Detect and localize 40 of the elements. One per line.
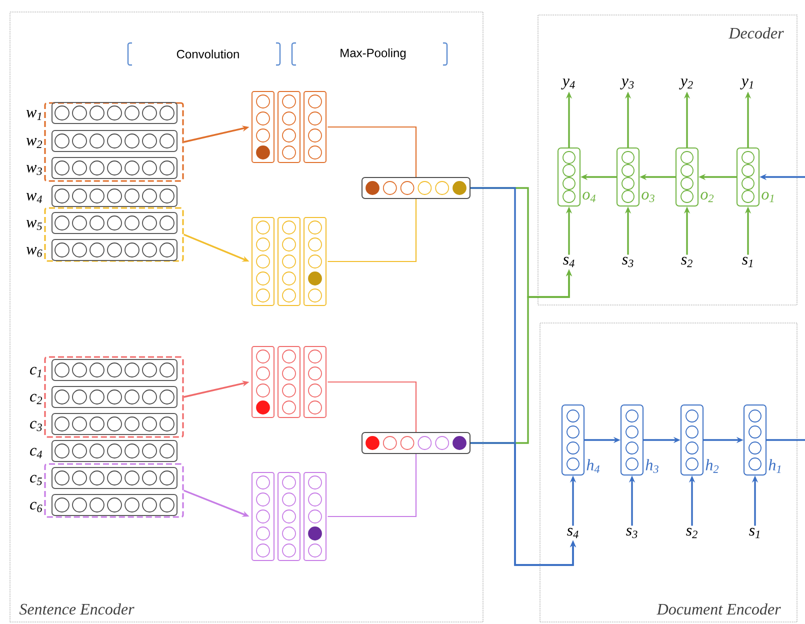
state-label: h$_{4}$ [586, 459, 600, 473]
variable-label: s$_{4}$ [563, 256, 574, 268]
section-label: Convolution [176, 50, 239, 58]
state-label: o$_{4}$ [582, 192, 596, 202]
row-label: c$_{6}$ [30, 502, 42, 512]
row-label: c$_{2}$ [30, 394, 42, 404]
feature-map [252, 346, 326, 418]
state-label: o$_{1}$ [762, 192, 774, 202]
variable-label: y$_{2}$ [679, 78, 693, 90]
variable-label: s$_{3}$ [626, 528, 638, 538]
state-label: o$_{3}$ [642, 192, 654, 202]
section-label: Max-Pooling [340, 48, 406, 60]
row-label: w$_{6}$ [26, 246, 42, 258]
variable-label: s$_{4}$ [567, 528, 578, 538]
variable-label: y$_{4}$ [561, 78, 575, 90]
feature-map [252, 217, 326, 306]
state-label: h$_{3}$ [646, 459, 658, 473]
variable-label: s$_{3}$ [622, 256, 634, 268]
row-label: c$_{4}$ [30, 448, 42, 458]
variable-label: s$_{2}$ [686, 528, 698, 538]
row-label: c$_{1}$ [30, 366, 42, 378]
row-label: c$_{3}$ [30, 420, 42, 432]
variable-label: s$_{2}$ [681, 256, 692, 268]
feature-map [252, 472, 326, 561]
variable-label: y$_{1}$ [740, 78, 753, 90]
row-label: c$_{5}$ [30, 474, 42, 486]
state-label: h$_{2}$ [706, 459, 719, 473]
row-label: w$_{5}$ [26, 220, 42, 230]
variable-label: y$_{3}$ [620, 78, 634, 90]
feature-map [252, 91, 326, 163]
state-label: o$_{2}$ [700, 192, 714, 202]
state-label: h$_{1}$ [768, 459, 781, 473]
row-label: w$_{2}$ [26, 138, 42, 148]
row-label: w$_{1}$ [26, 110, 42, 120]
variable-label: s$_{1}$ [749, 528, 760, 538]
row-label: w$_{3}$ [26, 164, 42, 176]
pooled-vector [362, 432, 470, 454]
row-label: w$_{4}$ [26, 193, 42, 203]
pooled-vector [362, 177, 470, 199]
variable-label: s$_{1}$ [742, 256, 752, 268]
